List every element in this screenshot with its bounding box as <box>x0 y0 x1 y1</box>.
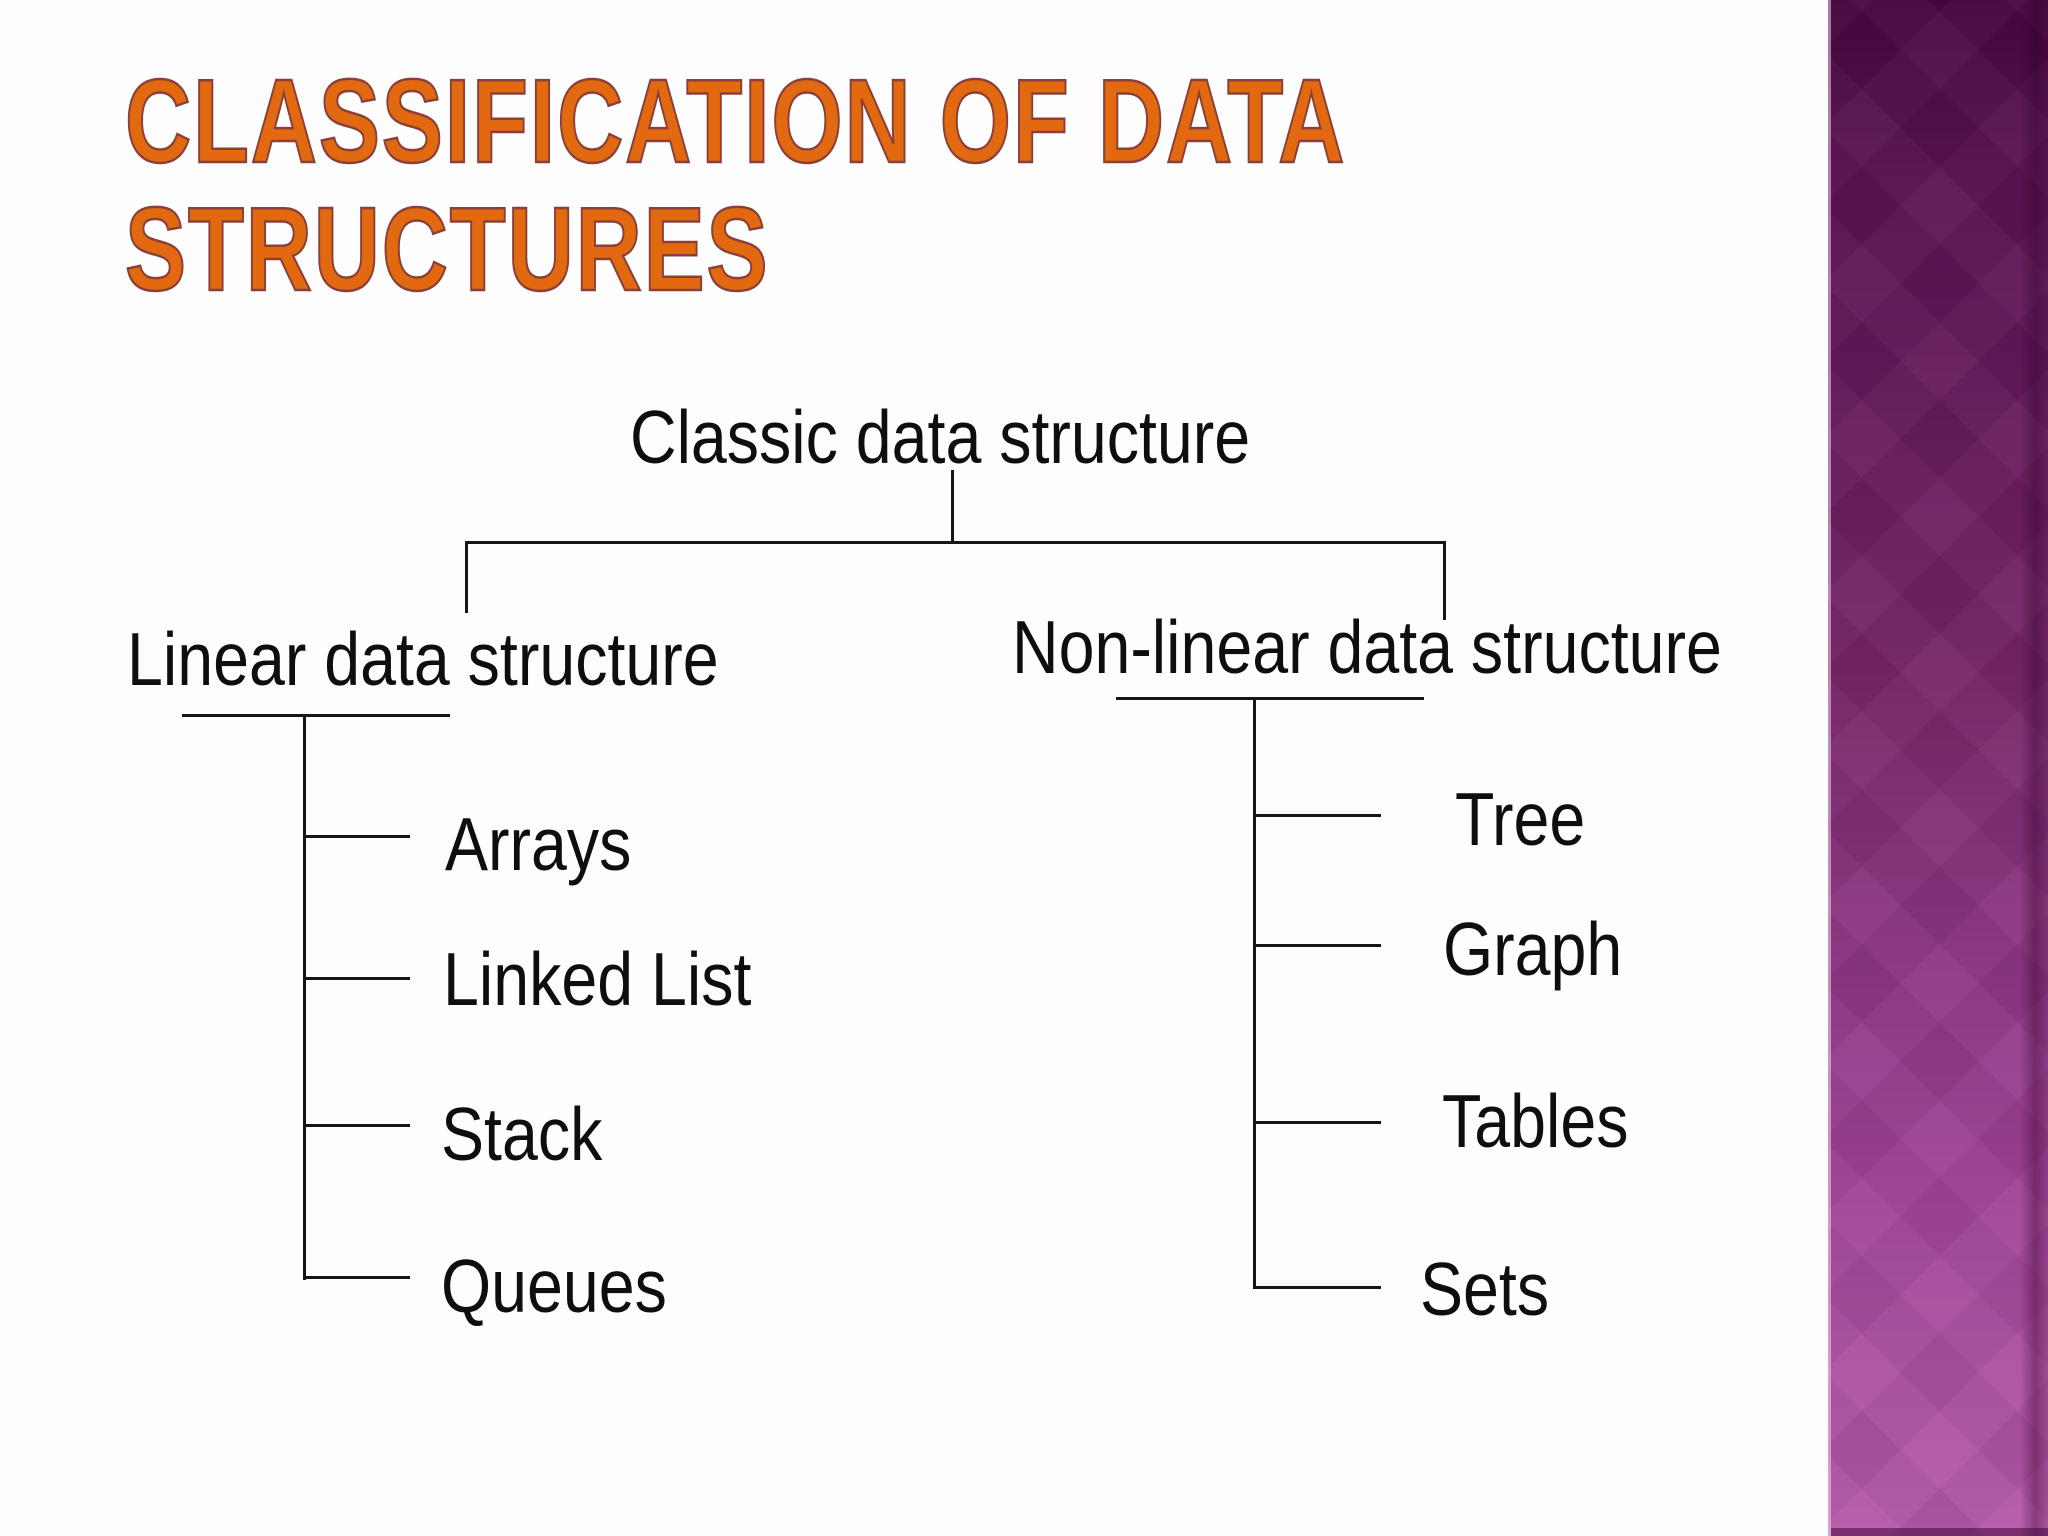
node-classic-data-structure: Classic data structure <box>630 395 1251 479</box>
node-queues: Queues <box>441 1244 667 1328</box>
connector-branch-arrays <box>303 835 410 838</box>
connector-branch-linked-list <box>303 977 410 980</box>
node-linked-list: Linked List <box>443 937 752 1021</box>
connector-nonlinear-trunk <box>1253 697 1256 1289</box>
node-tree: Tree <box>1455 777 1586 861</box>
connector-left-tick <box>465 541 468 613</box>
node-non-linear-data-structure: Non-linear data structure <box>1012 605 1722 689</box>
sidebar-gradient-bar <box>1828 0 2048 1536</box>
connector-linear-header <box>182 714 450 717</box>
node-graph: Graph <box>1443 907 1623 991</box>
connector-nonlinear-header <box>1116 697 1424 700</box>
connector-right-tick <box>1443 541 1446 620</box>
connector-branch-stack <box>303 1124 410 1127</box>
connector-branch-queues <box>303 1276 410 1279</box>
node-linear-data-structure: Linear data structure <box>127 617 719 701</box>
connector-branch-sets <box>1253 1286 1381 1289</box>
page-title-line1: CLASSIFICATION OF DATA <box>124 55 1347 188</box>
node-stack: Stack <box>441 1092 603 1176</box>
node-tables: Tables <box>1442 1079 1629 1163</box>
connector-linear-trunk <box>303 714 306 1280</box>
connector-branch-tables <box>1253 1121 1381 1124</box>
connector-root-trunk <box>951 470 954 544</box>
node-arrays: Arrays <box>445 802 632 886</box>
page-title: CLASSIFICATION OF DATA STRUCTURES <box>124 55 1347 316</box>
connector-branch-graph <box>1253 944 1381 947</box>
connector-branch-tree <box>1253 814 1381 817</box>
page-title-line2: STRUCTURES <box>124 183 770 316</box>
node-sets: Sets <box>1420 1247 1550 1331</box>
connector-main-horizontal <box>466 541 1446 544</box>
